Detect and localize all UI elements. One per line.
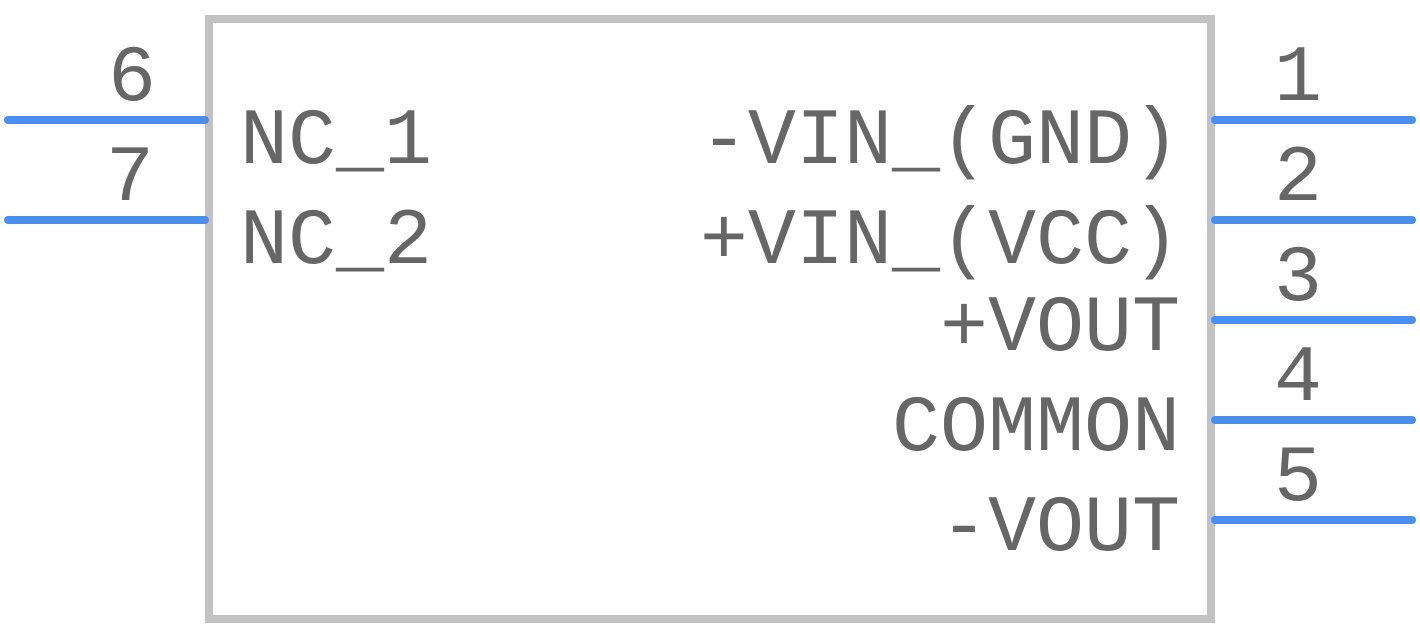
- pin-label-nc-2: NC_2: [240, 197, 432, 288]
- component-body: [205, 15, 1215, 623]
- pin-label-vout-minus: -VOUT: [940, 484, 1180, 575]
- pin-number-7: 7: [106, 134, 154, 225]
- pin-number-3: 3: [1274, 234, 1322, 325]
- pin-label-common: COMMON: [892, 384, 1180, 475]
- pin-label-vin-gnd: -VIN_(GND): [700, 97, 1180, 188]
- pin-number-5: 5: [1274, 434, 1322, 525]
- pin-number-1: 1: [1274, 34, 1322, 125]
- pin-number-4: 4: [1274, 334, 1322, 425]
- pin-label-vin-vcc: +VIN_(VCC): [700, 197, 1180, 288]
- pin-number-6: 6: [108, 34, 156, 125]
- pin-number-2: 2: [1274, 134, 1322, 225]
- pin-label-vout-plus: +VOUT: [940, 284, 1180, 375]
- pin-label-nc-1: NC_1: [240, 97, 432, 188]
